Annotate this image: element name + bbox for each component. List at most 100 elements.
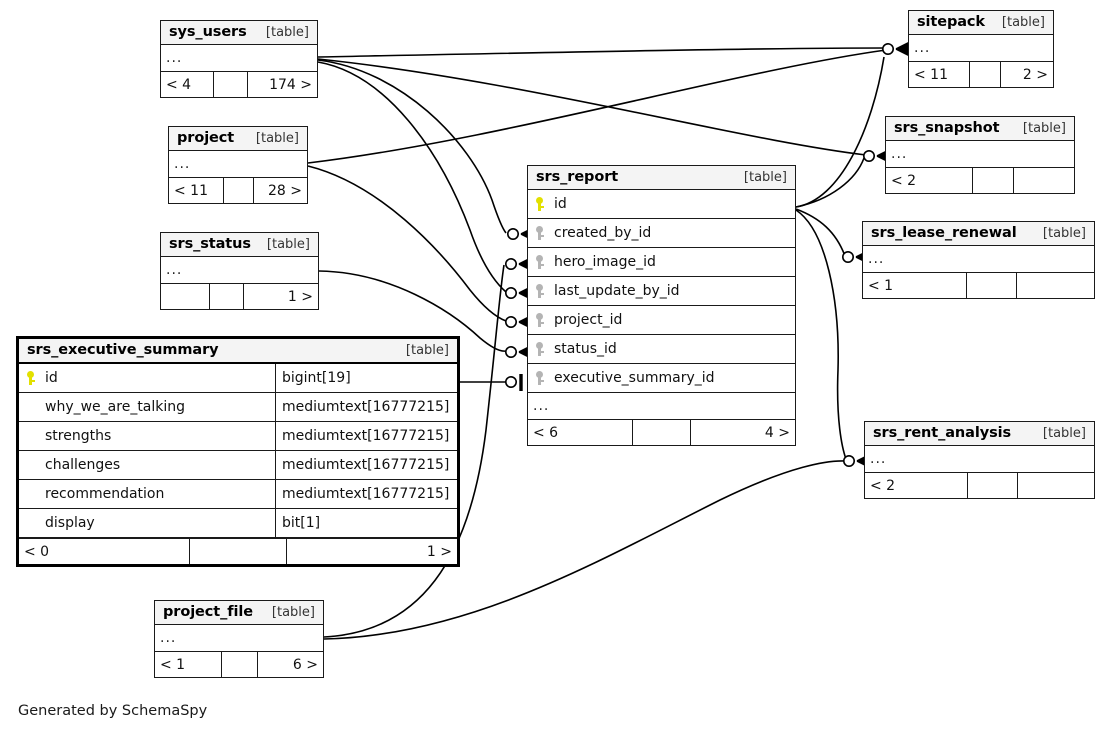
edge-sys_users-srs_snapshot: [317, 58, 867, 156]
column-label: status_id: [554, 341, 617, 357]
table-node-srs_status[interactable]: srs_status[table]...1 >: [160, 232, 319, 310]
footer-right-srs_rent_analysis: [1018, 473, 1094, 498]
edge-project-sitepack: [307, 49, 887, 164]
table-name-srs_snapshot: srs_snapshot: [894, 120, 1000, 136]
column-row-srs_report-created_by_id[interactable]: created_by_id: [528, 219, 795, 248]
column-type-cell: bigint[19]: [275, 364, 457, 392]
table-name-project_file: project_file: [163, 604, 253, 620]
table-name-srs_executive_summary: srs_executive_summary: [27, 342, 219, 358]
footer-right-sitepack: 2 >: [1022, 66, 1048, 83]
table-node-srs_report[interactable]: srs_report[table]id created_by_id hero_ima…: [527, 165, 796, 446]
table-node-sys_users[interactable]: sys_users[table]... < 4 174 >: [160, 20, 318, 98]
column-type-cell: mediumtext[16777215]: [275, 451, 457, 479]
table-header-srs_lease_renewal: srs_lease_renewal [table]: [863, 222, 1094, 246]
footer-middle-srs_snapshot: [971, 168, 1014, 193]
table-header-project_file: project_file[table]: [155, 601, 323, 625]
table-name-srs_status: srs_status: [169, 236, 251, 252]
column-name-cell: status_id: [528, 335, 795, 363]
table-header-srs_executive_summary: srs_executive_summary[table]: [19, 339, 457, 364]
footer-right-sys_users: 174 >: [269, 76, 312, 93]
footer-left-srs_status: [161, 284, 209, 309]
footer-right-srs_status: 1 >: [287, 288, 313, 305]
column-row-srs_report-hero_image_id[interactable]: hero_image_id: [528, 248, 795, 277]
more-columns-ellipsis-sys_users: ...: [161, 45, 317, 72]
table-node-srs_lease_renewal[interactable]: srs_lease_renewal [table]... < 1: [862, 221, 1095, 299]
column-name-cell: id: [528, 190, 795, 218]
table-header-srs_status: srs_status[table]: [161, 233, 318, 257]
table-node-srs_snapshot[interactable]: srs_snapshot[table]...< 2: [885, 116, 1075, 194]
column-name-cell: last_update_by_id: [528, 277, 795, 305]
footer-middle-srs_lease_renewal: [965, 273, 1017, 298]
column-name-cell: hero_image_id: [528, 248, 795, 276]
column-name-cell: executive_summary_id: [528, 364, 795, 392]
table-header-srs_snapshot: srs_snapshot[table]: [886, 117, 1074, 141]
footer-left-sys_users: < 4: [166, 76, 192, 93]
column-name-cell: recommendation: [19, 480, 275, 508]
footer-right-srs_snapshot: [1014, 168, 1074, 193]
more-columns-ellipsis-srs_lease_renewal: ...: [863, 246, 1094, 273]
primary-key-icon: [535, 197, 548, 211]
more-columns-ellipsis-srs_rent_analysis: ...: [865, 446, 1094, 473]
footer-middle-srs_executive_summary: [189, 539, 287, 564]
table-type-tag-sitepack: [table]: [1001, 14, 1045, 30]
column-label: hero_image_id: [554, 254, 656, 270]
table-footer-srs_lease_renewal: < 1: [863, 273, 1094, 298]
column-row-srs_report-id[interactable]: id: [528, 190, 795, 219]
column-row-srs_report-project_id[interactable]: project_id: [528, 306, 795, 335]
more-columns-ellipsis-project: ...: [169, 151, 307, 178]
foreign-key-icon: [535, 313, 548, 327]
column-label: project_id: [554, 312, 623, 328]
table-header-project: project[table]: [169, 127, 307, 151]
column-label: executive_summary_id: [554, 370, 715, 386]
table-footer-srs_status: 1 >: [161, 284, 318, 309]
table-name-sitepack: sitepack: [917, 14, 985, 30]
schemaspy-credit: Generated by SchemaSpy: [18, 703, 208, 719]
table-header-srs_report: srs_report[table]: [528, 166, 795, 190]
column-type-cell: mediumtext[16777215]: [275, 480, 457, 508]
footer-left-srs_rent_analysis: < 2: [870, 477, 896, 494]
column-label: why_we_are_talking: [45, 399, 186, 415]
column-label: last_update_by_id: [554, 283, 680, 299]
table-type-tag-project: [table]: [255, 130, 299, 146]
table-name-srs_lease_renewal: srs_lease_renewal: [871, 225, 1017, 241]
edge-srs_report-srs_rent_analysis: [795, 209, 847, 460]
column-row-srs_executive_summary-recommendation[interactable]: recommendation mediumtext[16777215]: [19, 480, 457, 509]
column-row-srs_report-last_update_by_id[interactable]: last_update_by_id: [528, 277, 795, 306]
table-footer-srs_rent_analysis: < 2: [865, 473, 1094, 498]
table-node-srs_rent_analysis[interactable]: srs_rent_analysis[table]...< 2: [864, 421, 1095, 499]
table-type-tag-srs_lease_renewal: [table]: [1042, 225, 1086, 241]
table-name-srs_report: srs_report: [536, 169, 619, 185]
footer-middle-sys_users: [212, 72, 248, 97]
column-row-srs_report-executive_summary_id[interactable]: executive_summary_id: [528, 364, 795, 393]
footer-right-srs_report: 4 >: [764, 424, 790, 441]
footer-left-srs_lease_renewal: < 1: [868, 277, 894, 294]
table-footer-srs_snapshot: < 2: [886, 168, 1074, 193]
more-columns-ellipsis-srs_report: ...: [528, 393, 795, 420]
footer-middle-srs_status: [209, 284, 245, 309]
column-row-srs_report-status_id[interactable]: status_id: [528, 335, 795, 364]
more-columns-ellipsis-project_file: ...: [155, 625, 323, 652]
foreign-key-icon: [535, 371, 548, 385]
foreign-key-icon: [535, 284, 548, 298]
table-type-tag-sys_users: [table]: [265, 24, 309, 40]
column-label: recommendation: [45, 486, 165, 502]
column-label: created_by_id: [554, 225, 652, 241]
footer-middle-srs_rent_analysis: [966, 473, 1018, 498]
column-name-cell: strengths: [19, 422, 275, 450]
table-header-sys_users: sys_users[table]: [161, 21, 317, 45]
edge-sys_users-sitepack: [317, 47, 887, 58]
table-header-sitepack: sitepack [table]: [909, 11, 1053, 35]
